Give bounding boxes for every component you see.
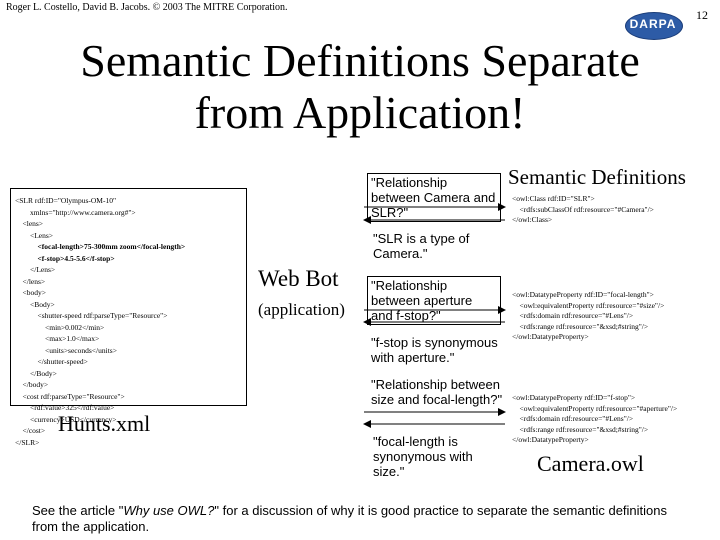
owl-focal-line: <rdfs:range rdf:resource="&xsd;#string"/… bbox=[512, 321, 649, 331]
xml-line: </SLR> bbox=[15, 437, 40, 447]
xml-line: <min>0.002</min> bbox=[15, 322, 105, 332]
answer-fstop-aperture: "f-stop is synonymous with aperture." bbox=[371, 335, 498, 365]
owl-caption: Camera.owl bbox=[537, 451, 644, 476]
owl-slr-class: <owl:Class rdf:ID="SLR"> <rdfs:subClassO… bbox=[512, 194, 654, 226]
owl-slr-line: <rdfs:subClassOf rdf:resource="#Camera"/… bbox=[512, 204, 654, 214]
xml-line: </body> bbox=[15, 380, 49, 389]
xml-line: <lens> bbox=[15, 219, 44, 228]
footer-text-before: See the article " bbox=[32, 503, 124, 518]
owl-fstop-line: <rdfs:domain rdf:resource="#Lens"/> bbox=[512, 414, 634, 423]
xml-line: <shutter-speed rdf:parseType="Resource"> bbox=[15, 311, 168, 320]
xml-line: <Lens> bbox=[15, 230, 54, 240]
xml-line: </Body> bbox=[15, 368, 57, 378]
xml-line: xmlns="http://www.camera.org#"> bbox=[15, 207, 136, 217]
xml-listing-box: <SLR rdf:ID="Olympus-OM-10" xmlns="http:… bbox=[10, 188, 247, 447]
xml-line: </Lens> bbox=[15, 265, 56, 274]
owl-fstop-line: <owl:equivalentProperty rdf:resource="#a… bbox=[512, 403, 678, 413]
owl-focal-line: </owl:DatatypeProperty> bbox=[512, 332, 589, 341]
xml-listing: <SLR rdf:ID="Olympus-OM-10" xmlns="http:… bbox=[15, 195, 246, 448]
xml-line: <rdf:value>325</rdf:value> bbox=[15, 403, 115, 412]
xml-line: <body> bbox=[15, 288, 46, 297]
owl-slr-line: </owl:Class> bbox=[512, 215, 553, 224]
owl-focal-length-property: <owl:DatatypeProperty rdf:ID="focal-leng… bbox=[512, 290, 664, 343]
owl-fstop-property: <owl:DatatypeProperty rdf:ID="f-stop"> <… bbox=[512, 393, 677, 446]
xml-line: <focal-length>75-300mm zoom</focal-lengt… bbox=[15, 242, 186, 251]
title-line-2: from Application! bbox=[194, 87, 526, 138]
page-number: 12 bbox=[696, 8, 708, 22]
question-aperture-fstop: "Relationship between aperture and f-sto… bbox=[367, 276, 501, 325]
xml-line: <f-stop>4.5-5.6</f-stop> bbox=[15, 253, 115, 263]
xml-line: <max>1.0</max> bbox=[15, 334, 100, 343]
xml-line: <currency>USD</currency> bbox=[15, 414, 117, 424]
owl-fstop-line: </owl:DatatypeProperty> bbox=[512, 435, 589, 444]
owl-fstop-line: <owl:DatatypeProperty rdf:ID="f-stop"> bbox=[512, 393, 636, 402]
footer-article-title: Why use OWL? bbox=[123, 503, 215, 518]
owl-focal-line: <rdfs:domain rdf:resource="#Lens"/> bbox=[512, 311, 634, 320]
xml-line: </cost> bbox=[15, 426, 46, 435]
xml-line: <Body> bbox=[15, 299, 55, 309]
footer-note: See the article "Why use OWL?" for a dis… bbox=[32, 503, 672, 535]
owl-focal-line: <owl:equivalentProperty rdf:resource="#s… bbox=[512, 300, 665, 310]
answer-slr-camera: "SLR is a type of Camera." bbox=[373, 231, 470, 261]
footer-text-after: " for a discussion of why it is good pra… bbox=[32, 503, 668, 534]
answer-focal-length-size: "focal-length is synonymous with size." bbox=[373, 434, 473, 479]
owl-fstop-line: <rdfs:range rdf:resource="&xsd;#string"/… bbox=[512, 424, 649, 434]
xml-line: <SLR rdf:ID="Olympus-OM-10" bbox=[15, 196, 117, 205]
xml-caption: Hunts.xml bbox=[58, 411, 151, 436]
logo-oval bbox=[625, 12, 683, 40]
xml-line: <cost rdf:parseType="Resource"> bbox=[15, 391, 125, 401]
xml-line: <units>seconds</units> bbox=[15, 345, 117, 355]
slide-title: Semantic Definitions Separate from Appli… bbox=[60, 38, 660, 136]
logo-text: DARPA bbox=[629, 17, 677, 31]
xml-line: </lens> bbox=[15, 276, 46, 286]
header-credit: Roger L. Costello, David B. Jacobs. © 20… bbox=[6, 2, 288, 13]
web-bot-label: Web Bot bbox=[258, 266, 339, 291]
semantic-heading: Semantic Definitions bbox=[508, 165, 686, 189]
web-bot-sublabel: (application) bbox=[258, 300, 345, 319]
owl-slr-line: <owl:Class rdf:ID="SLR"> bbox=[512, 194, 595, 203]
title-line-1: Semantic Definitions Separate bbox=[80, 35, 640, 86]
xml-line: </shutter-speed> bbox=[15, 357, 88, 366]
owl-focal-line: <owl:DatatypeProperty rdf:ID="focal-leng… bbox=[512, 290, 654, 299]
darpa-logo: DARPA bbox=[625, 12, 683, 40]
question-size-focal-length: "Relationship between size and focal-len… bbox=[371, 377, 503, 407]
question-camera-slr: "Relationship between Camera and SLR?" bbox=[367, 173, 501, 222]
